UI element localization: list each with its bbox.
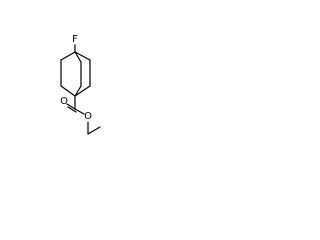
fluorine-label: F (72, 34, 78, 45)
bond-lower-right-to-bottom (74, 85, 91, 97)
ester-oxygen-label: O (84, 111, 92, 122)
bond-top-to-upper-left (60, 51, 76, 61)
bond-carbonyl-carbon-to-ester-oxygen (74, 108, 85, 115)
bond-carbonyl-double-2 (67, 106, 77, 113)
bond-lower-left-to-bottom (60, 85, 76, 97)
molecule-structure: F O O (60, 34, 101, 135)
bicyclooctane-cage (60, 51, 91, 97)
carbonyl-oxygen-label: O (60, 96, 68, 107)
bond-back-lower-to-bottom (74, 85, 82, 97)
bond-top-to-back-upper (74, 51, 82, 63)
bond-carbonyl-double-1 (66, 103, 76, 110)
bond-top-to-upper-right (74, 51, 91, 61)
bond-methylene-to-methyl (87, 126, 101, 135)
